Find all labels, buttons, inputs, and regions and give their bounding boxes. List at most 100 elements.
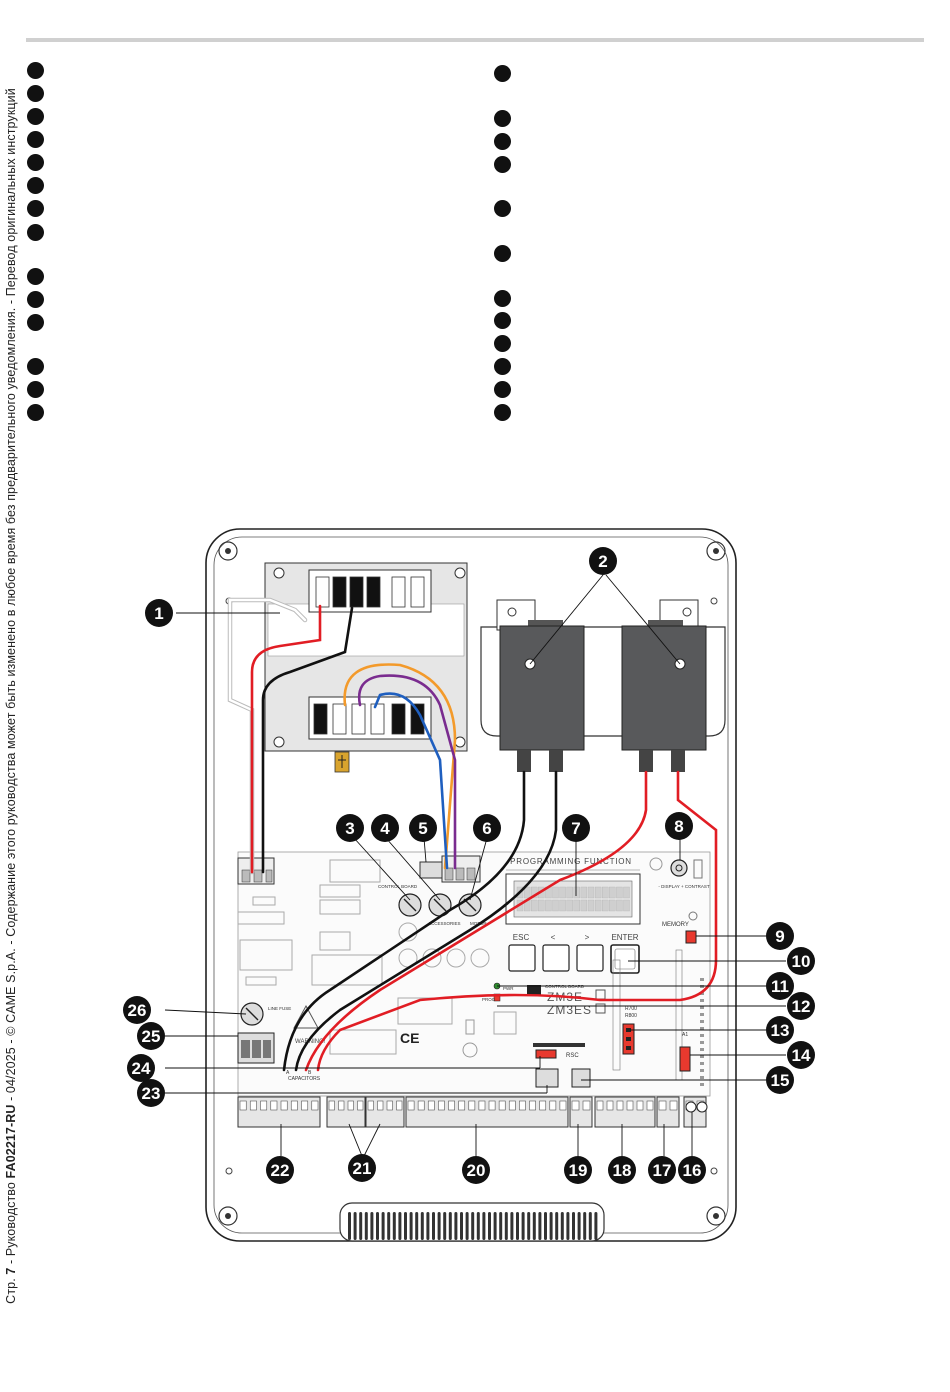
- capacitor-lead: [639, 750, 653, 772]
- vent-slot: [376, 1212, 379, 1240]
- vent-slot: [426, 1212, 430, 1240]
- terminal-screw: [338, 1100, 345, 1111]
- wire-red-cap-1: [304, 770, 648, 1072]
- callout-10: 10: [787, 947, 815, 975]
- terminal-screw: [626, 1100, 634, 1111]
- terminal-screw: [367, 1100, 374, 1111]
- callout-number: 26: [128, 1001, 147, 1020]
- callout-number: 9: [775, 927, 784, 946]
- bottom-terminal-strip: [237, 1096, 707, 1128]
- esc-button[interactable]: [508, 944, 536, 972]
- pin-tick: [700, 1034, 704, 1037]
- bullet-dot: [494, 65, 511, 82]
- right-button[interactable]: [576, 944, 604, 972]
- screw-hole-icon: [706, 541, 726, 561]
- vent-slot: [415, 1212, 419, 1240]
- callout-number: 1: [154, 604, 163, 623]
- vent-slot: [398, 1212, 402, 1240]
- esc-label: ESC: [513, 933, 530, 942]
- lcd-cell: [616, 886, 623, 899]
- pin-tick: [700, 999, 704, 1002]
- vent-slot: [420, 1212, 424, 1240]
- expansion-slot: [612, 959, 621, 1071]
- vent-slot: [493, 1212, 497, 1240]
- lcd-cell: [609, 886, 616, 899]
- lcd-cell: [566, 886, 573, 899]
- bullet-dot: [27, 62, 44, 79]
- capacitor-right: [621, 625, 707, 751]
- callout-circle: [787, 947, 815, 975]
- callout-circle: [564, 1156, 592, 1184]
- screw-hole-icon: [713, 548, 719, 554]
- callout-circle: [766, 972, 794, 1000]
- wires: [227, 597, 718, 1072]
- capacitor-clip: [648, 620, 683, 626]
- terminal-screw: [260, 1100, 268, 1111]
- terminal-slot: [410, 703, 425, 735]
- callout-circle: [137, 1079, 165, 1107]
- callout-circle: [371, 814, 399, 842]
- terminal-screw: [239, 1100, 247, 1111]
- callout-12: 12: [787, 992, 815, 1020]
- cap-b-label: B: [308, 1070, 312, 1076]
- pcb-component: [237, 911, 285, 925]
- memory-connector: [685, 930, 697, 944]
- mount-hole-icon: [710, 1167, 718, 1175]
- control-board-label: CONTROL BOARD: [545, 984, 585, 989]
- lcd-cell: [559, 886, 566, 899]
- vent-slot: [353, 1212, 357, 1240]
- connector-23: [535, 1068, 559, 1088]
- capacitor-lead: [517, 750, 531, 772]
- callout-4: 4: [371, 814, 399, 842]
- bullet-dot: [494, 200, 511, 217]
- screw-icon: [273, 736, 285, 748]
- bullet-dot: [27, 381, 44, 398]
- callout-16: 16: [678, 1156, 706, 1184]
- callout-number: 14: [792, 1046, 811, 1065]
- terminal-screw: [290, 1100, 298, 1111]
- connector-15: [571, 1068, 591, 1088]
- vent-slot: [476, 1212, 480, 1240]
- lcd-cell: [573, 899, 580, 912]
- terminal-screw: [377, 1100, 384, 1111]
- enter-label: ENTER: [611, 933, 638, 942]
- pcb-component: [329, 859, 381, 883]
- vent-slot: [588, 1212, 592, 1240]
- enter-button[interactable]: [610, 944, 640, 974]
- left-button[interactable]: [542, 944, 570, 972]
- callout-circle: [648, 1156, 676, 1184]
- vent-slot: [465, 1212, 469, 1240]
- terminal-screw: [357, 1100, 364, 1111]
- pcb-component: [470, 948, 490, 968]
- bullet-dot: [494, 404, 511, 421]
- terminal-pin: [263, 1040, 271, 1058]
- bullet-dot: [494, 156, 511, 173]
- terminal-screw: [549, 1100, 557, 1111]
- terminal-screw: [539, 1100, 547, 1111]
- line-fuse-label: LINE FUSE: [268, 1006, 291, 1011]
- vent-slot: [370, 1212, 374, 1240]
- capacitors-label: CAPACITORS: [288, 1076, 321, 1082]
- screw-icon: [454, 567, 466, 579]
- callout-circle: [127, 1054, 155, 1082]
- terminal-screw: [448, 1100, 455, 1111]
- terminal-pin: [265, 869, 273, 883]
- pin-tick: [700, 1083, 704, 1086]
- bullet-dot: [27, 224, 44, 241]
- terminal-screw: [606, 1100, 614, 1111]
- callout-number: 5: [418, 819, 427, 838]
- terminal-slot: [391, 703, 406, 735]
- contrast-trimmer-icon: [670, 859, 688, 877]
- vent-slot: [471, 1212, 475, 1240]
- vent-slot: [499, 1212, 503, 1240]
- leader-lines: [164, 574, 786, 1157]
- bullet-dot: [27, 85, 44, 102]
- terminal-screw: [249, 1100, 257, 1111]
- terminal-slot: [370, 703, 385, 735]
- terminal-slot: [315, 576, 330, 608]
- connector-pin: [626, 1037, 631, 1041]
- callout-5: 5: [409, 814, 437, 842]
- vent-slot: [460, 1212, 463, 1240]
- pin-tick: [700, 1069, 704, 1072]
- callout-number: 4: [380, 819, 390, 838]
